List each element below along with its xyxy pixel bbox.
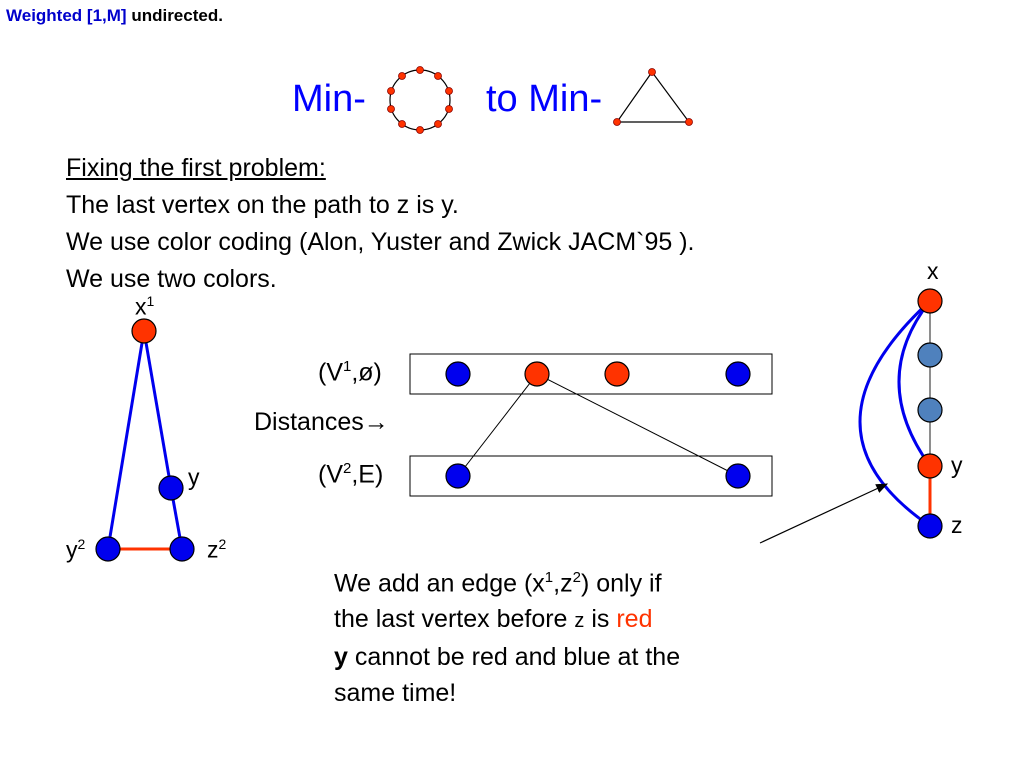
label-v2-layer: (V2,E) <box>318 460 384 489</box>
label-z2: z2 <box>207 536 227 563</box>
label-path-z: z <box>951 512 963 538</box>
v1-node-3 <box>604 361 630 387</box>
label-distances: Distances→ <box>254 408 389 436</box>
corner-tag: Weighted [1,M] undirected. <box>6 6 223 26</box>
title-min-left: Min- <box>292 78 366 120</box>
label-y: y <box>188 464 200 490</box>
v1-node-4 <box>725 361 751 387</box>
path-node-z <box>917 513 943 539</box>
note-line-2: the last vertex before z is red <box>334 605 653 634</box>
node-z2 <box>169 536 195 562</box>
title-min-right: to Min- <box>486 78 603 120</box>
path-node-2 <box>917 342 943 368</box>
arrow-right-icon: → <box>363 408 389 436</box>
triangle-icon <box>613 68 693 126</box>
node-y <box>158 475 184 501</box>
path-node-y <box>917 453 943 479</box>
note-line-1: We add an edge (x1,z2) only if <box>334 569 662 598</box>
node-x1 <box>131 318 157 344</box>
note-text: We add an edge (x1,z2) only if the last … <box>334 560 680 711</box>
problem-line-3: We use two colors. <box>66 265 277 293</box>
pointer-arrow <box>759 483 889 544</box>
v2-node-1 <box>445 463 471 489</box>
note-line-3: y cannot be red and blue at the <box>334 643 681 672</box>
layer-diagram <box>409 353 773 497</box>
path-node-3 <box>917 397 943 423</box>
note-line-4: same time! <box>334 679 457 708</box>
right-graph <box>858 288 943 539</box>
label-path-x: x <box>927 258 939 284</box>
label-y2: y2 <box>66 536 86 563</box>
label-x1: x1 <box>135 293 155 320</box>
label-path-y: y <box>951 452 963 478</box>
problem-line-1: The last vertex on the path to z is y. <box>66 191 459 219</box>
problem-text: Fixing the first problem: The last verte… <box>66 150 695 298</box>
node-y2 <box>95 536 121 562</box>
corner-tag-undirected: undirected. <box>131 6 223 25</box>
v2-node-2 <box>725 463 751 489</box>
problem-heading: Fixing the first problem: <box>66 154 326 182</box>
problem-line-2: We use color coding (Alon, Yuster and Zw… <box>66 228 695 256</box>
corner-tag-weighted: Weighted [1,M] <box>6 6 127 25</box>
path-node-x <box>917 288 943 314</box>
note-red-word: red <box>616 605 653 634</box>
label-v1-layer: (V1,ø) <box>318 358 382 387</box>
v1-node-2 <box>524 361 550 387</box>
left-graph <box>95 318 195 562</box>
v1-node-1 <box>445 361 471 387</box>
cycle-icon <box>387 66 453 134</box>
